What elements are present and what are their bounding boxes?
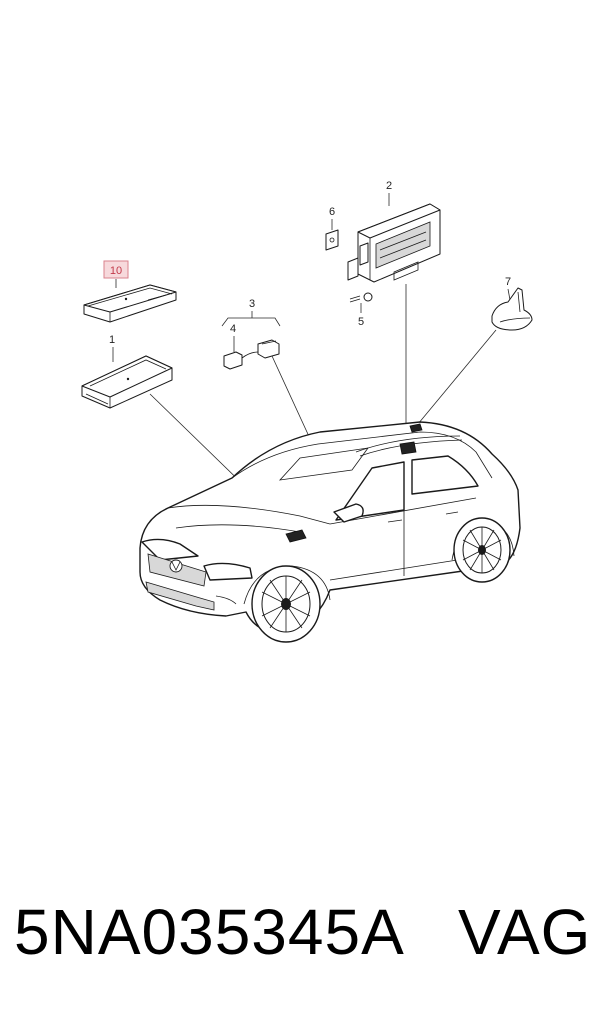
part-1-module — [81, 355, 173, 409]
callout-2[interactable]: 2 — [386, 180, 392, 192]
callout-5[interactable]: 5 — [358, 316, 364, 328]
module-location-marker-roof — [399, 441, 417, 455]
part-7-antenna — [491, 287, 533, 331]
callout-10[interactable]: 10 — [103, 260, 129, 279]
part-10-module — [83, 284, 177, 323]
brand-label: VAG — [458, 896, 592, 968]
part-number: 5NA035345A — [14, 896, 405, 968]
part-4-connector — [223, 339, 280, 370]
callout-4[interactable]: 4 — [230, 323, 236, 335]
front-wheel — [251, 565, 321, 643]
part-6-bracket — [325, 229, 339, 251]
part-5-screw — [349, 292, 373, 303]
module-location-marker-front — [285, 529, 307, 543]
part-2-control-unit — [347, 203, 441, 283]
callout-6[interactable]: 6 — [329, 206, 335, 218]
callout-7[interactable]: 7 — [505, 276, 511, 288]
car-body — [139, 421, 521, 634]
svg-text:10: 10 — [110, 265, 122, 277]
callout-1[interactable]: 1 — [109, 334, 115, 346]
rear-wheel — [453, 517, 511, 583]
callout-3[interactable]: 3 — [249, 298, 255, 310]
footer: 5NA035345A VAG — [0, 895, 600, 975]
